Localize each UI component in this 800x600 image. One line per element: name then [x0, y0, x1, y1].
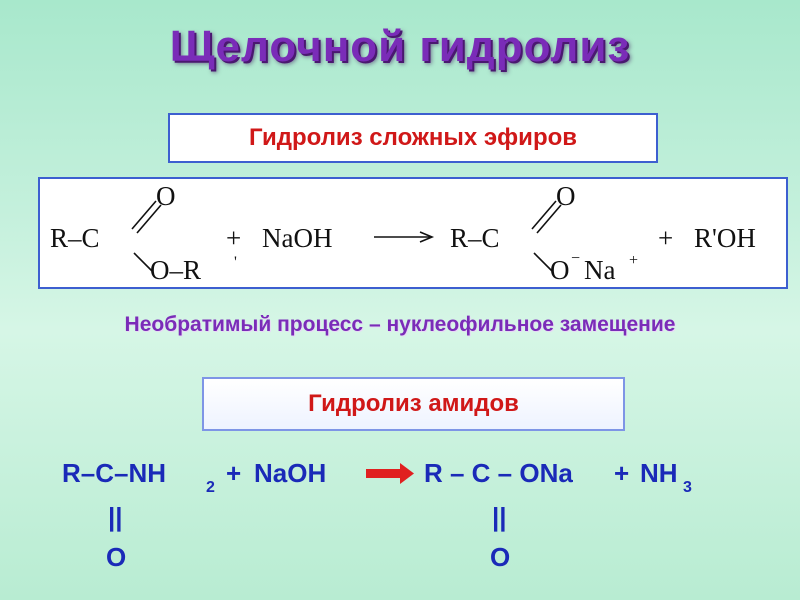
amide-plus-1: + [226, 458, 241, 488]
amide-plus-2: + [614, 458, 629, 488]
ester-reagent: NaOH [262, 223, 332, 253]
reactant-oxygen: O [106, 542, 126, 572]
amide-ammonia-sub: 3 [683, 479, 692, 496]
amide-product: R – C – ONa [424, 458, 573, 488]
ester-product-plus-charge: + [629, 252, 638, 269]
ester-alcohol: R'OH [694, 223, 756, 253]
ester-product-o-top: O [556, 181, 576, 211]
product-double-bond-a [531, 200, 557, 230]
ester-reactant-o-bottom: O–R [150, 255, 201, 285]
ester-reactant-rc: R–C [50, 223, 100, 253]
ester-product-rc: R–C [450, 223, 500, 253]
ester-arrow-head [419, 231, 435, 243]
amide-reagent: NaOH [254, 458, 326, 488]
ester-double-bond-a [131, 200, 157, 230]
product-double-bond-b [536, 204, 562, 234]
amide-ammonia: NH [640, 458, 678, 488]
esters-header: Гидролиз сложных эфиров [248, 124, 578, 151]
product-single-bond [533, 252, 553, 272]
ester-reactant-o-top: O [156, 181, 176, 211]
esters-header-box: Гидролиз сложных эфиров [168, 113, 658, 163]
ester-product-na: Na [584, 255, 615, 285]
ester-single-bond [133, 252, 153, 272]
page-title: Щелочной гидролиз [169, 22, 631, 71]
ester-plus-2: + [658, 223, 673, 253]
ester-product-o-bottom: O [550, 255, 570, 285]
ester-product-minus: − [571, 250, 580, 267]
ester-reactant-prime: ' [234, 254, 237, 271]
product-oxygen: O [490, 542, 510, 572]
amide-arrow-shaft [366, 469, 404, 478]
amides-header: Гидролиз амидов [308, 390, 519, 417]
ester-plus-1: + [226, 223, 241, 253]
ester-reaction-box: R–C O O–R ' + NaOH R–C O O − Na + + R'OH [38, 177, 788, 289]
ester-reaction-diagram: R–C O O–R ' + NaOH R–C O O − Na + + R'OH [50, 181, 756, 285]
process-note: Необратимый процесс – нуклеофильное заме… [124, 313, 676, 336]
product-double-bond: || [492, 502, 507, 532]
amide-reactant: R–C–NH [62, 458, 166, 488]
amide-reactant-sub: 2 [206, 479, 215, 496]
amide-arrow-head [400, 463, 414, 484]
amides-header-box: Гидролиз амидов [202, 377, 625, 431]
ester-double-bond-b [136, 204, 162, 234]
reactant-double-bond: || [108, 502, 123, 532]
